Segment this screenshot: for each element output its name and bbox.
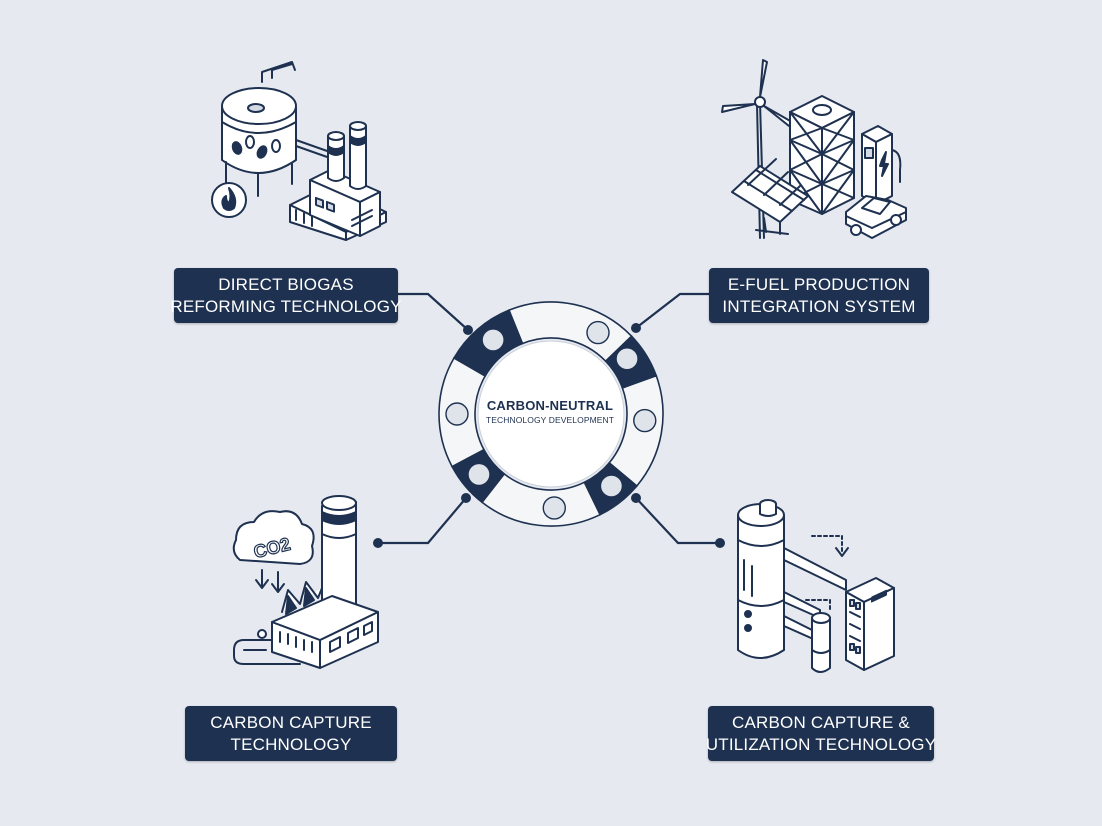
label-line-2: TECHNOLOGY — [230, 734, 352, 754]
connector-ccu — [631, 493, 725, 548]
biogas-reactor-factory-icon — [211, 61, 387, 241]
label-line-1: CARBON CAPTURE & — [732, 712, 910, 732]
ring-connector-knob — [542, 496, 566, 520]
ccu-processing-tower-icon — [737, 499, 895, 673]
ring-connector-knob — [599, 474, 624, 498]
connector-biogas — [398, 292, 473, 335]
ring-connector-knob — [467, 462, 491, 487]
ring-connector-knob — [633, 408, 657, 433]
ring-connector-knob — [586, 320, 610, 345]
label-line-1: E-FUEL PRODUCTION — [727, 274, 911, 294]
label-direct-biogas-reforming: DIRECT BIOGAS REFORMING TECHNOLOGY — [170, 268, 401, 323]
label-line-1: CARBON CAPTURE — [210, 712, 372, 732]
ring-connector-knob — [615, 347, 639, 371]
label-line-2: UTILIZATION TECHNOLOGY — [705, 734, 937, 754]
label-carbon-capture-utilization: CARBON CAPTURE & UTILIZATION TECHNOLOGY — [705, 706, 937, 761]
connector-ccs — [373, 493, 471, 548]
hub-title: CARBON-NEUTRAL — [486, 398, 614, 413]
label-line-2: INTEGRATION SYSTEM — [722, 296, 916, 316]
connector-efuel — [631, 292, 709, 333]
center-hub-label: CARBON-NEUTRAL TECHNOLOGY DEVELOPMENT — [470, 398, 630, 426]
wind-solar-fuel-station-icon — [721, 59, 907, 239]
co2-capture-factory-icon: CO2 — [232, 495, 379, 669]
label-e-fuel-production: E-FUEL PRODUCTION INTEGRATION SYSTEM — [709, 268, 929, 323]
label-line-2: REFORMING TECHNOLOGY — [170, 296, 402, 316]
ring-connector-knob — [445, 402, 469, 426]
central-ring — [438, 301, 664, 527]
label-carbon-capture: CARBON CAPTURE TECHNOLOGY — [185, 706, 397, 761]
hub-subtitle: TECHNOLOGY DEVELOPMENT — [485, 415, 615, 425]
ring-connector-knob — [481, 328, 505, 352]
ring-center-disc — [477, 340, 625, 488]
label-line-1: DIRECT BIOGAS — [218, 274, 354, 294]
